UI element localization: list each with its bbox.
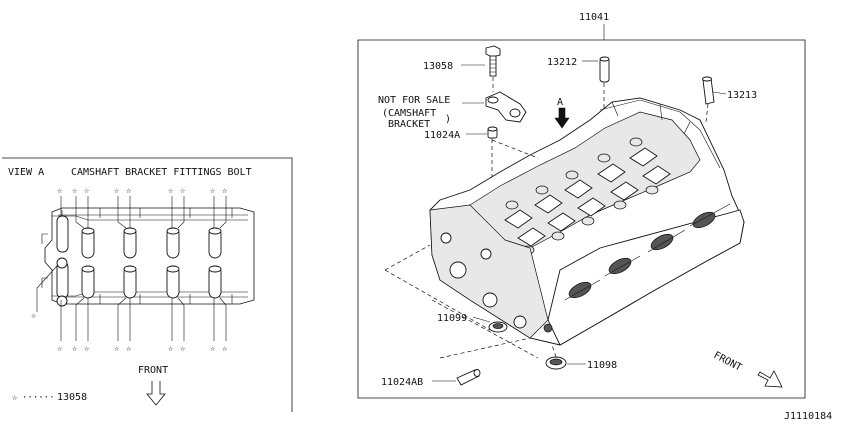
bracket-outline (41, 207, 255, 305)
stud-13213 (702, 76, 715, 123)
star-marker: ☆ (31, 311, 37, 321)
callout-13213: 13213 (727, 90, 757, 101)
leader-11099 (472, 316, 491, 323)
end-face (429, 204, 553, 339)
star-row-top: ☆ ☆ ☆ ☆ ☆ ☆ ☆ ☆ ☆ (57, 186, 228, 196)
pin-11024ab (456, 369, 481, 386)
star-marker: ☆ (126, 344, 132, 354)
front-arrow-down-icon (146, 381, 166, 406)
star-marker: ☆ (72, 344, 78, 354)
not-for-sale-paren-open: ( (382, 108, 388, 119)
star-leaders (36, 196, 227, 341)
cylinder-head (429, 97, 745, 346)
callout-11098: 11098 (587, 360, 617, 371)
star-marker: ☆ (114, 186, 120, 196)
view-a-title: CAMSHAFT BRACKET FITTINGS BOLT (71, 167, 252, 178)
main-frame (357, 39, 806, 399)
seal-11099 (488, 321, 508, 333)
view-marker-a: A (557, 97, 563, 108)
bolt-columns (56, 215, 222, 307)
bolt-slot (56, 215, 69, 253)
star-marker: ☆ (84, 186, 90, 196)
main-panel: 11041 A 13058 NOT FOR SALE ( CAMSHAFT BR… (357, 12, 806, 399)
main-front-label: FRONT (712, 350, 744, 374)
view-a-frame (2, 157, 293, 412)
stud-13212 (599, 56, 610, 110)
star-marker: ☆ (168, 186, 174, 196)
star-marker: ☆ (180, 186, 186, 196)
view-a-panel: VIEW A CAMSHAFT BRACKET FITTINGS BOLT ☆ … (2, 157, 293, 412)
callout-11024a: 11024A (424, 130, 460, 141)
valve-row (505, 137, 659, 255)
star-marker: ☆ (222, 344, 228, 354)
star-marker: ☆ (114, 344, 120, 354)
star-marker: ☆ (57, 186, 63, 196)
dowel-11024a (487, 126, 498, 195)
legend-dots: ······ (22, 393, 55, 403)
callout-13058: 13058 (423, 61, 453, 72)
legend-star: ☆ (12, 393, 18, 403)
star-marker: ☆ (210, 344, 216, 354)
not-for-sale-line1: NOT FOR SALE (378, 95, 450, 106)
not-for-sale-line3: BRACKET (388, 119, 430, 130)
camshaft-bracket (485, 91, 527, 123)
callout-11041: 11041 (579, 12, 609, 23)
front-arrow-icon (757, 370, 783, 388)
view-a-front-label: FRONT (138, 365, 168, 376)
star-marker: ☆ (168, 344, 174, 354)
assembly-guide-lines (384, 139, 539, 359)
bolt-13058 (485, 45, 501, 92)
view-a-label: VIEW A (8, 167, 44, 178)
assembly-guide-lines (439, 337, 531, 359)
leader-13213 (712, 91, 727, 95)
star-row-bottom: ☆ ☆ ☆ ☆ ☆ ☆ ☆ ☆ ☆ ☆ (31, 311, 228, 354)
not-for-sale-line2: CAMSHAFT (388, 108, 436, 119)
star-marker: ☆ (84, 344, 90, 354)
star-marker: ☆ (210, 186, 216, 196)
view-a-arrow-icon (554, 107, 570, 129)
star-marker: ☆ (126, 186, 132, 196)
callout-11099: 11099 (437, 313, 467, 324)
plug-11098 (545, 344, 567, 370)
callout-11024ab: 11024AB (381, 377, 423, 388)
figure-code: J1110184 (784, 411, 832, 422)
star-marker: ☆ (222, 186, 228, 196)
intake-ports (547, 203, 745, 346)
star-marker: ☆ (180, 344, 186, 354)
cam-journals (504, 147, 671, 247)
star-marker: ☆ (72, 186, 78, 196)
legend-part-13058: 13058 (57, 392, 87, 403)
not-for-sale-paren-close: ) (445, 114, 451, 125)
callout-13212: 13212 (547, 57, 577, 68)
star-marker: ☆ (57, 344, 63, 354)
